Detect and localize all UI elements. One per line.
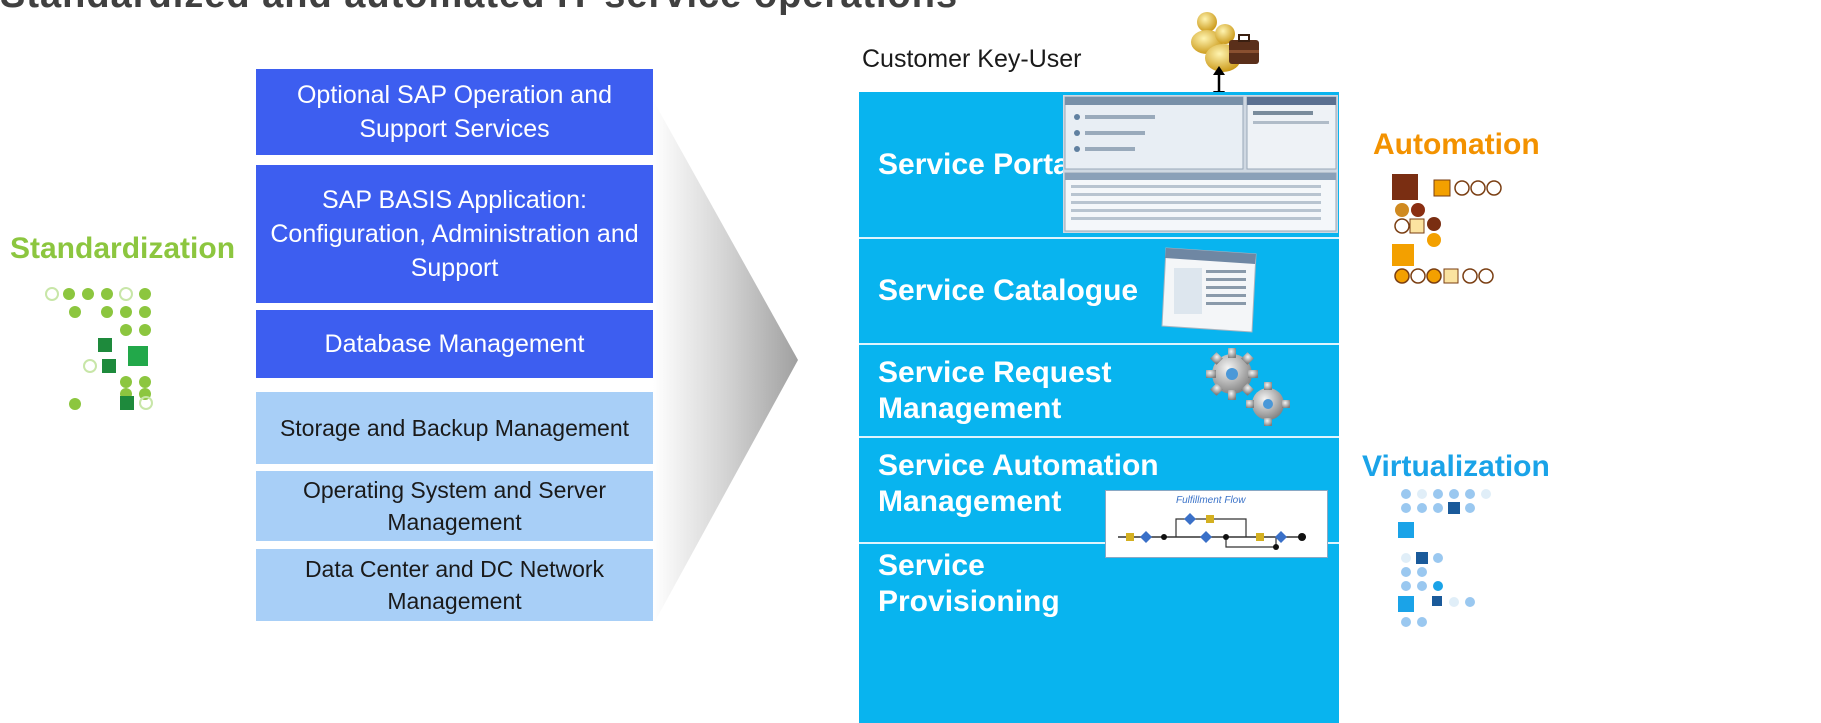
standardization-title: Standardization xyxy=(10,232,236,265)
left-stack-item-data-center: Data Center and DC Network Management xyxy=(256,549,653,621)
gears-icon xyxy=(1206,348,1290,426)
left-stack-item-label: Database Management xyxy=(324,330,585,358)
left-stack-item-operating-system: Operating System and Server Management xyxy=(256,471,653,541)
right-stack-item-service-portal: Service Portal xyxy=(859,92,1339,237)
header-strip: Standardized and automated IT service op… xyxy=(0,0,980,16)
left-stack-item-label: SAP BASIS Application: Configuration, Ad… xyxy=(270,186,639,282)
right-stack-item-label: Service Automation Management xyxy=(878,449,1159,518)
right-stack-item-label: Service Portal xyxy=(878,147,1079,181)
fulfillment-flow-icon: Fulfillment Flow xyxy=(1105,490,1328,558)
right-stack-item-service-automation: Service Automation Management xyxy=(859,436,1339,542)
left-stack-item-sap-basis: SAP BASIS Application: Configuration, Ad… xyxy=(256,165,653,303)
virtualization-title: Virtualization xyxy=(1362,450,1550,483)
transition-arrow xyxy=(653,100,798,625)
header-strip-text: Standardized and automated IT service op… xyxy=(0,0,980,16)
standardization-pattern-icon xyxy=(45,287,153,410)
right-stack-item-service-provisioning: Service Provisioning xyxy=(859,542,1339,623)
customer-key-user-label: Customer Key-User xyxy=(862,45,1082,73)
right-stack-item-service-catalogue: Service Catalogue xyxy=(859,237,1339,343)
right-stack-item-label: Service Catalogue xyxy=(878,274,1139,307)
left-stack-item-database: Database Management xyxy=(256,310,653,378)
fulfillment-flow-caption: Fulfillment Flow xyxy=(1176,495,1246,506)
left-stack-item-label: Data Center and DC Network Management xyxy=(304,556,605,614)
left-stack-item-label: Optional SAP Operation and Support Servi… xyxy=(296,81,613,143)
catalogue-window-icon xyxy=(1161,247,1257,333)
virtualization-pattern-icon xyxy=(1398,489,1491,627)
automation-pattern-icon xyxy=(1392,174,1502,284)
right-stack-item-label: Service Provisioning xyxy=(878,548,1060,618)
right-stack-item-label: Service Request Management xyxy=(878,355,1112,425)
automation-title: Automation xyxy=(1373,128,1540,161)
left-stack-item-storage: Storage and Backup Management xyxy=(256,392,653,464)
portal-screenshot-icon xyxy=(1063,95,1338,233)
key-user-icon xyxy=(1191,12,1259,72)
right-stack-item-service-request: Service Request Management xyxy=(859,343,1339,436)
left-stack-item-label: Storage and Backup Management xyxy=(279,415,630,441)
left-stack-item-label: Operating System and Server Management xyxy=(303,477,606,535)
left-stack-item-sap-operation: Optional SAP Operation and Support Servi… xyxy=(256,69,653,155)
